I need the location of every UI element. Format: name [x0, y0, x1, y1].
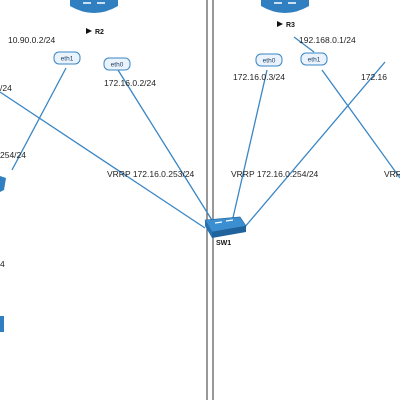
- address-left-mid-partial: 254/24: [0, 150, 26, 160]
- iface-r2-eth1-label: eth1: [61, 56, 74, 63]
- link-left-switch: [0, 91, 206, 229]
- link-r3-eth1-stub: [293, 36, 315, 53]
- router-r3-name: R3: [286, 22, 295, 29]
- address-r3-eth0: 172.16.0.3/24: [233, 72, 285, 82]
- switch-sw1[interactable]: SW1: [204, 216, 247, 247]
- play-icon: [277, 21, 283, 27]
- link-r3-eth1-right: [321, 69, 400, 179]
- iface-r3-eth0[interactable]: eth0: [255, 53, 283, 67]
- link-r2-eth0-switch: [117, 69, 216, 226]
- switch-arrows-icon: [214, 219, 234, 224]
- iface-r2-eth0-label: eth0: [111, 62, 124, 69]
- link-r2-eth1-left: [11, 67, 67, 171]
- address-right-mid-partial: VRR: [384, 169, 400, 179]
- device-partial-icon: [0, 176, 6, 192]
- iface-r2-eth1[interactable]: eth1: [53, 51, 81, 65]
- address-left-top-partial: /24: [0, 83, 12, 93]
- router-icon: [261, 0, 309, 13]
- router-icon: [70, 0, 118, 13]
- router-r2[interactable]: R2: [70, 0, 118, 36]
- device-partial-icon: [0, 316, 4, 332]
- iface-r3-eth1[interactable]: eth1: [300, 52, 328, 66]
- address-left-low-partial: 4: [0, 259, 5, 269]
- iface-r3-eth0-label: eth0: [263, 58, 276, 65]
- iface-r2-eth0[interactable]: eth0: [103, 57, 131, 71]
- vrrp-right-label: VRRP 172.16.0.254/24: [231, 169, 319, 179]
- link-right-switch: [243, 61, 386, 229]
- router-r2-name: R2: [95, 29, 104, 36]
- switch-side-icon: [205, 220, 212, 238]
- address-r2-eth1: 10.90.0.2/24: [8, 35, 56, 45]
- iface-r3-eth1-label: eth1: [308, 57, 321, 64]
- switch-sw1-name: SW1: [216, 240, 231, 247]
- router-r3[interactable]: R3: [261, 0, 309, 29]
- address-r3-eth1: 192.168.0.1/24: [299, 35, 356, 45]
- address-right-top-partial: 172.16: [361, 72, 387, 82]
- play-icon: [86, 28, 92, 34]
- vrrp-left-label: VRRP 172.16.0.253/24: [107, 169, 195, 179]
- link-r3-eth0-switch: [231, 69, 268, 223]
- switch-front-icon: [212, 226, 246, 238]
- address-r2-eth0: 172.16.0.2/24: [104, 78, 156, 88]
